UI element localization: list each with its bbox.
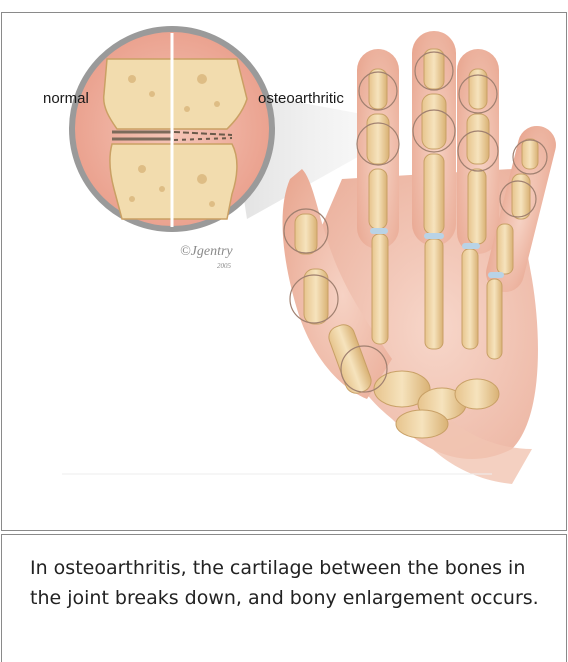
magnified-joint <box>72 29 272 229</box>
artist-signature: ©Jgentry <box>180 244 233 259</box>
signature-year: 2005 <box>217 262 232 270</box>
caption-cell: In osteoarthritis, the cartilage between… <box>1 534 567 662</box>
caption-text: In osteoarthritis, the cartilage between… <box>30 553 550 613</box>
label-osteoarthritic: osteoarthritic <box>258 90 344 107</box>
hand-osteoarthritis-illustration: normal osteoarthritic ©Jgentry 2005 <box>12 19 557 489</box>
image-cell: normal osteoarthritic ©Jgentry 2005 <box>1 12 567 531</box>
label-normal: normal <box>43 90 89 107</box>
